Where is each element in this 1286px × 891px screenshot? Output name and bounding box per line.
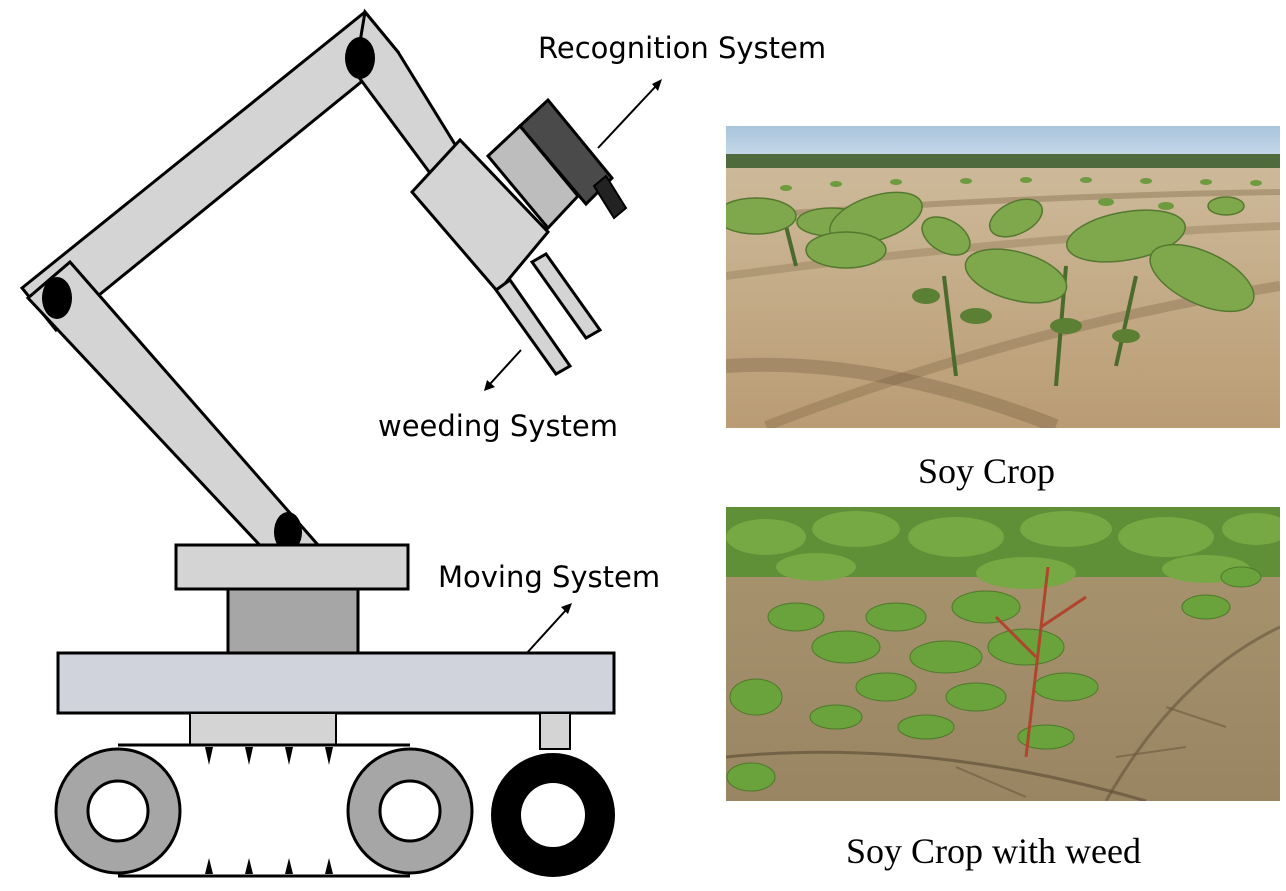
chassis-platform (56, 651, 616, 715)
moving-system-label: Moving System (438, 560, 661, 594)
recognition-system-label: Recognition System (538, 31, 827, 65)
weeding-arrow (484, 349, 522, 391)
base-joint (274, 512, 302, 552)
upper-arm (19, 8, 483, 333)
track (118, 743, 410, 878)
weeding-robot-diagram (19, 8, 662, 878)
track-mount (189, 712, 337, 746)
turret-plate (174, 543, 410, 591)
soy-crop-weed-caption: Soy Crop with weed (846, 831, 1141, 871)
recognition-arrow (597, 79, 662, 149)
soy-crop-photo (726, 126, 1280, 428)
end-effector (409, 97, 628, 376)
moving-arrow (525, 603, 572, 655)
turret-column (226, 587, 360, 657)
lower-arm (25, 259, 321, 575)
wheel-mount (539, 712, 571, 750)
soy-crop-caption: Soy Crop (918, 451, 1056, 491)
soy-crop-weed-photo (726, 507, 1280, 801)
elbow-joint (345, 37, 375, 79)
shoulder-joint (42, 277, 72, 319)
weeding-system-label: weeding System (378, 409, 619, 443)
